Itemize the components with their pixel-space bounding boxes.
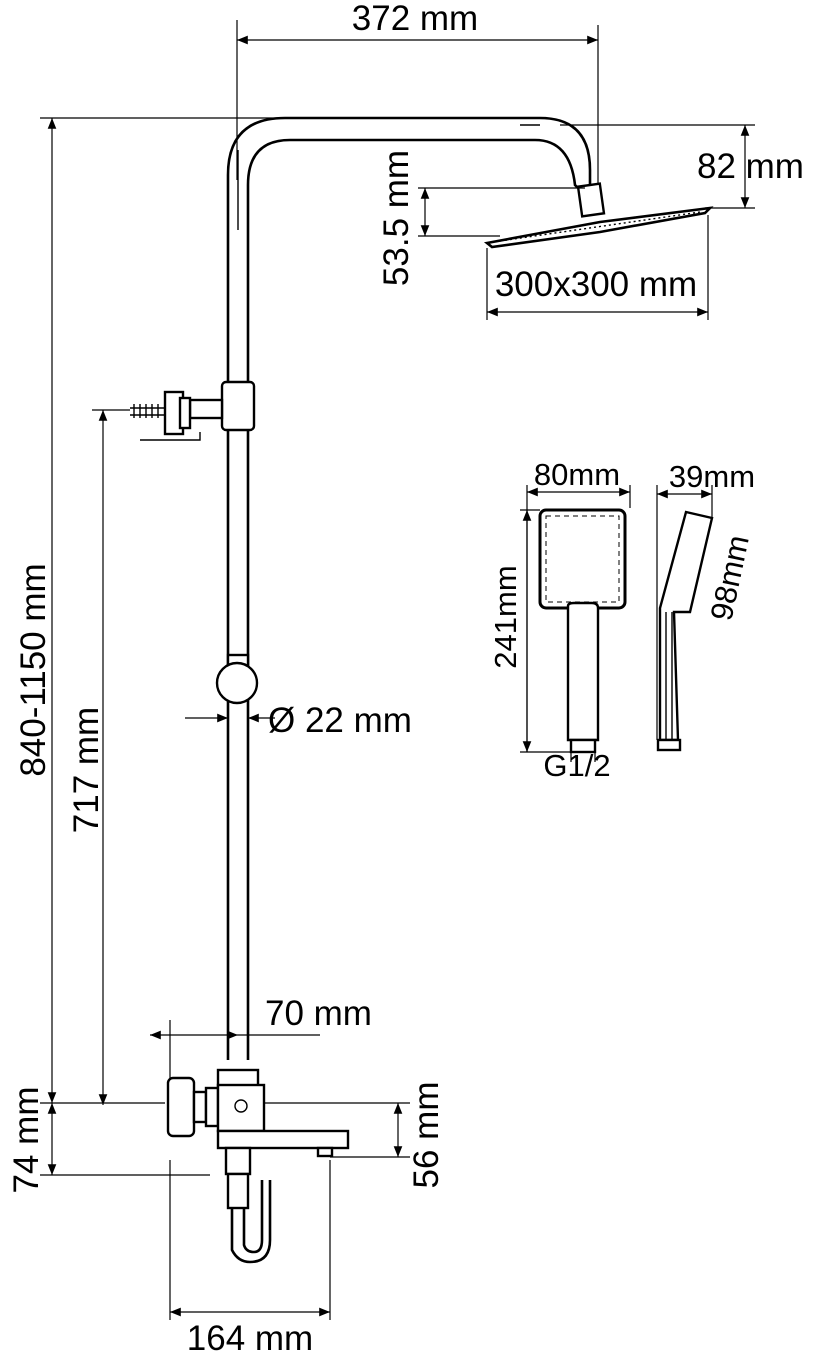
head-drop-label: 82 mm <box>697 147 804 186</box>
hand-depth-label: 39mm <box>669 459 755 494</box>
mixer-offset-label: 70 mm <box>265 994 372 1033</box>
spout-length-label: 164 mm <box>187 1319 313 1353</box>
thread-label: G1/2 <box>543 748 610 783</box>
width-top-label: 372 mm <box>352 0 478 38</box>
head-arm-label: 53.5 mm <box>377 150 416 286</box>
hand-shower-front <box>538 508 627 754</box>
hand-length-label: 241mm <box>488 565 523 668</box>
wall-bracket <box>130 380 256 441</box>
mixer-to-spout-label: 74 mm <box>7 1087 46 1194</box>
slider-knob <box>215 653 259 705</box>
hand-width-label: 80mm <box>534 457 620 492</box>
head-size-label: 300x300 mm <box>495 265 697 304</box>
total-height-label: 840-1150 mm <box>14 563 53 776</box>
spout-height-label: 56 mm <box>407 1082 446 1189</box>
hand-head-label: 98mm <box>704 532 756 624</box>
bracket-height-label: 717 mm <box>67 707 106 833</box>
mixer <box>166 1068 350 1264</box>
pipe-diameter-label: Ø 22 mm <box>268 701 412 740</box>
dimension-lines <box>40 20 755 1320</box>
rain-shower-head <box>483 206 714 249</box>
hand-shower-side <box>656 510 714 752</box>
